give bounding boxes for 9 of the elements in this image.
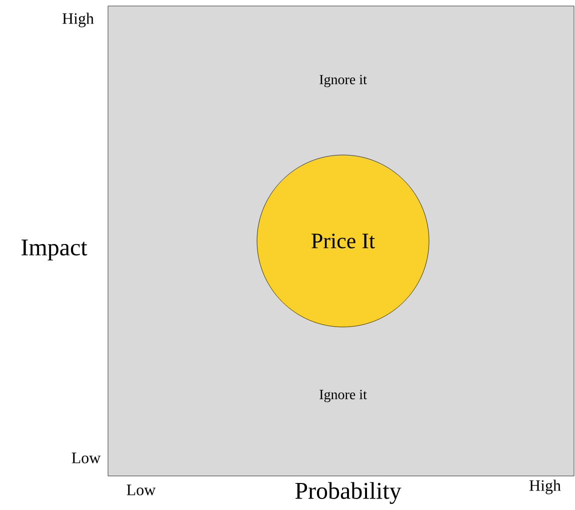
axis-level-label: High <box>529 480 561 494</box>
axis-title: Probability <box>295 482 402 504</box>
zone-label: Ignore it <box>320 390 367 402</box>
axis-level-label: High <box>62 12 94 28</box>
axis-level-label: Low <box>126 484 156 496</box>
circle-node: Price It <box>256 154 430 328</box>
axis-level-label: Low <box>72 452 101 464</box>
zone-label: Ignore it <box>320 74 367 88</box>
axis-title: Impact <box>22 240 88 260</box>
